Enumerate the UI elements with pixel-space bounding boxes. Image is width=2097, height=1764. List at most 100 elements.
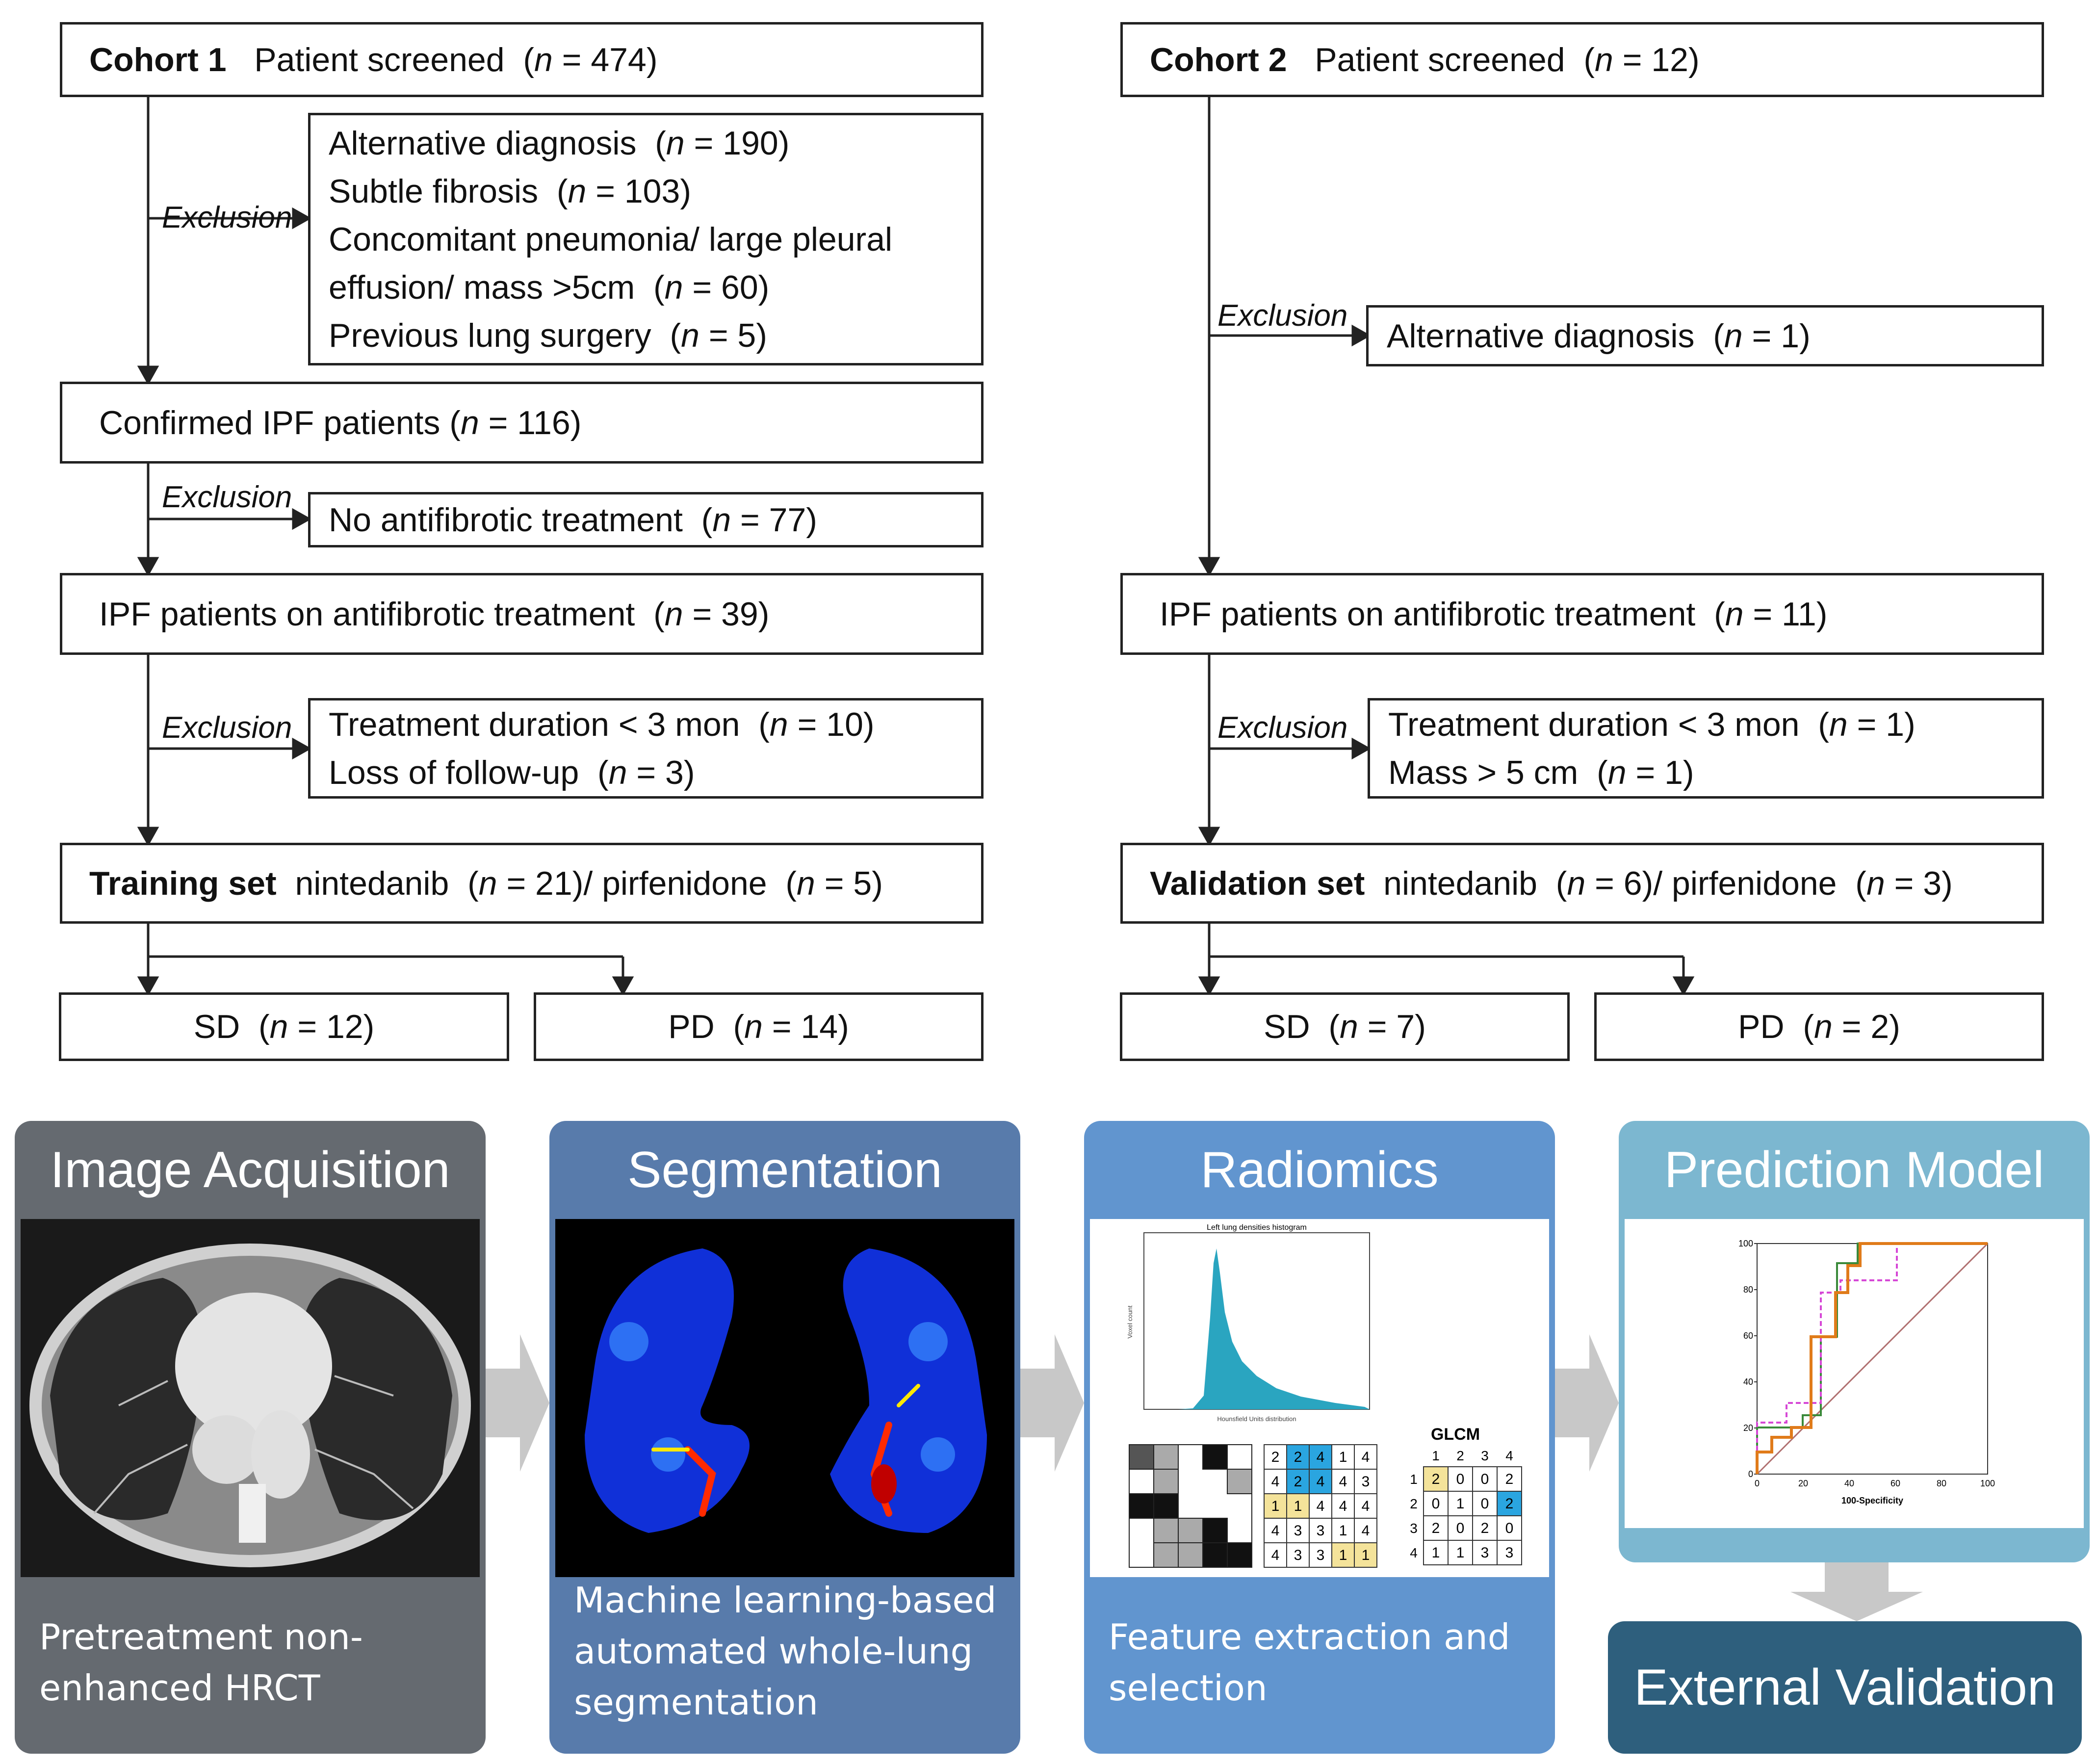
- image-matrix-cell: [1264, 1542, 1287, 1568]
- image-matrix-value: 3: [1317, 1547, 1325, 1563]
- stage-arrow: [1555, 1334, 1619, 1472]
- cohort2-exclusion-box-3: Treatment duration < 3 mon (n = 1) Mass …: [1368, 698, 2044, 799]
- glcm-matrix-value: 2: [1432, 1520, 1440, 1536]
- y-tick-label: 60: [1743, 1331, 1753, 1341]
- image-matrix-value: 4: [1317, 1474, 1325, 1490]
- glcm-matrix-value: 2: [1432, 1471, 1440, 1487]
- cohort2-exclusion-box-1: Alternative diagnosis (n = 1): [1366, 305, 2044, 366]
- glcm-column-label: 1: [1432, 1448, 1440, 1463]
- roc-curve-orange: [1756, 1242, 1988, 1474]
- glcm-matrix-value: 0: [1481, 1496, 1489, 1512]
- glcm-matrix-value: 0: [1456, 1471, 1465, 1487]
- glcm-matrix-cell: [1423, 1515, 1449, 1541]
- image-matrix-cell: [1331, 1542, 1355, 1568]
- glcm-row-label: 2: [1410, 1496, 1418, 1511]
- stage-description: Pretreatment non- enhanced HRCT: [39, 1616, 363, 1709]
- glcm-matrix-value: 1: [1456, 1496, 1465, 1512]
- glcm-matrix-value: 3: [1505, 1545, 1514, 1561]
- cohort1-treatment-box: IPF patients on antifibrotic treatment (…: [60, 573, 984, 655]
- image-matrix-cell: [1264, 1469, 1287, 1494]
- cohort1-exclusion-box-3: Treatment duration < 3 mon (n = 10) Loss…: [308, 698, 984, 799]
- x-tick-label: 0: [1755, 1479, 1760, 1488]
- cohort1-exclusion-box-2: No antifibrotic treatment (n = 77): [308, 492, 984, 547]
- x-tick-label: 60: [1890, 1479, 1900, 1488]
- glcm-matrix-cell: [1472, 1540, 1498, 1565]
- image-matrix-cell: [1331, 1469, 1355, 1494]
- glcm-matrix-cell: [1497, 1515, 1522, 1541]
- image-matrix-value: 2: [1271, 1449, 1280, 1465]
- image-matrix-value: 4: [1339, 1474, 1347, 1490]
- down-arrow: [1790, 1562, 1923, 1621]
- cohort1-exclusion-box-1: Alternative diagnosis (n = 190) Subtle f…: [308, 113, 984, 365]
- glcm-row-label: 1: [1410, 1472, 1418, 1487]
- image-matrix-cell: [1309, 1493, 1332, 1519]
- image-matrix-value: 4: [1362, 1449, 1370, 1465]
- glcm-matrix-value: 3: [1481, 1545, 1489, 1561]
- image-matrix-value: 4: [1362, 1523, 1370, 1539]
- glcm-matrix-value: 1: [1456, 1545, 1465, 1561]
- image-matrix-value: 4: [1339, 1498, 1347, 1514]
- exclusion-label: Exclusion: [162, 711, 292, 745]
- glcm-matrix-value: 2: [1481, 1520, 1489, 1536]
- stage-title: Radiomics: [1200, 1141, 1439, 1198]
- glcm-matrix-value: 1: [1432, 1545, 1440, 1561]
- stage-title: Prediction Model: [1664, 1141, 2045, 1198]
- image-matrix-cell: [1286, 1444, 1310, 1470]
- stage-description: Machine learning-based automated whole-l…: [574, 1580, 997, 1723]
- glcm-matrix-value: 2: [1505, 1471, 1514, 1487]
- stage-arrow: [486, 1334, 549, 1472]
- image-matrix-value: 4: [1271, 1523, 1280, 1539]
- exclusion-item: Subtle fibrosis (n = 103): [329, 172, 691, 210]
- exclusion-label: Exclusion: [1217, 299, 1348, 333]
- image-matrix-value: 1: [1362, 1547, 1370, 1563]
- image-matrix-value: 1: [1339, 1547, 1347, 1563]
- y-tick-label: 20: [1743, 1423, 1753, 1433]
- validation-set-box: Validation set nintedanib (n = 6)/ pirfe…: [1120, 843, 2044, 924]
- image-matrix-cell: [1286, 1518, 1310, 1543]
- exclusion-item: effusion/ mass >5cm (n = 60): [329, 268, 770, 306]
- glcm-row-label: 4: [1410, 1545, 1418, 1560]
- cohort1-pd-box: PD (n = 14): [534, 992, 984, 1061]
- image-matrix-cell: [1354, 1493, 1377, 1519]
- cohort1-confirmed-box: Confirmed IPF patients (n = 116): [60, 382, 984, 464]
- stage-segmentation: Segmentation Machine: [549, 1121, 1020, 1754]
- exclusion-item: Concomitant pneumonia/ large pleural: [329, 220, 893, 258]
- image-matrix-cell: [1309, 1444, 1332, 1470]
- image-matrix-value: 3: [1294, 1523, 1302, 1539]
- glcm-matrix-cell: [1448, 1491, 1473, 1516]
- cohort1-sd-box: SD (n = 12): [59, 992, 509, 1061]
- stage-description: Feature extraction and selection: [1109, 1616, 1510, 1709]
- y-tick-label: 0: [1748, 1469, 1753, 1479]
- x-tick-label: 100: [1980, 1479, 1995, 1488]
- glcm-matrix-value: 2: [1505, 1496, 1514, 1512]
- glcm-column-label: 4: [1505, 1448, 1513, 1463]
- glcm-matrix-cell: [1497, 1466, 1522, 1492]
- external-validation-label: External Validation: [1634, 1659, 2056, 1716]
- glcm-matrix-value: 0: [1505, 1520, 1514, 1536]
- glcm-row-header: 1 2 3 4: [1410, 1472, 1418, 1560]
- exclusion-label: Exclusion: [162, 201, 292, 234]
- segmentation-heatmap-image: [555, 1219, 1014, 1577]
- stage-image-acquisition: Image Acquisition Pret: [15, 1121, 486, 1754]
- ct-scan-image: [21, 1219, 480, 1577]
- glcm-column-label: 3: [1481, 1448, 1489, 1463]
- image-matrix-value: 1: [1294, 1498, 1302, 1514]
- image-matrix-cell: [1354, 1469, 1377, 1494]
- image-matrix-cell: [1354, 1444, 1377, 1470]
- stage-title: Image Acquisition: [50, 1141, 450, 1198]
- histogram-ylabel: Voxel count: [1126, 1305, 1134, 1339]
- image-matrix-value: 1: [1271, 1498, 1280, 1514]
- roc-xlabel: 100-Specificity: [1841, 1496, 1903, 1505]
- exclusion-label: Exclusion: [162, 480, 292, 514]
- exclusion-item: Previous lung surgery (n = 5): [329, 316, 767, 354]
- image-matrix-cell: [1354, 1542, 1377, 1568]
- glcm-row-label: 3: [1410, 1521, 1418, 1536]
- diagonal-reference-line: [1756, 1243, 1989, 1475]
- image-matrix-value: 3: [1362, 1474, 1370, 1490]
- image-matrix-value: 3: [1294, 1547, 1302, 1563]
